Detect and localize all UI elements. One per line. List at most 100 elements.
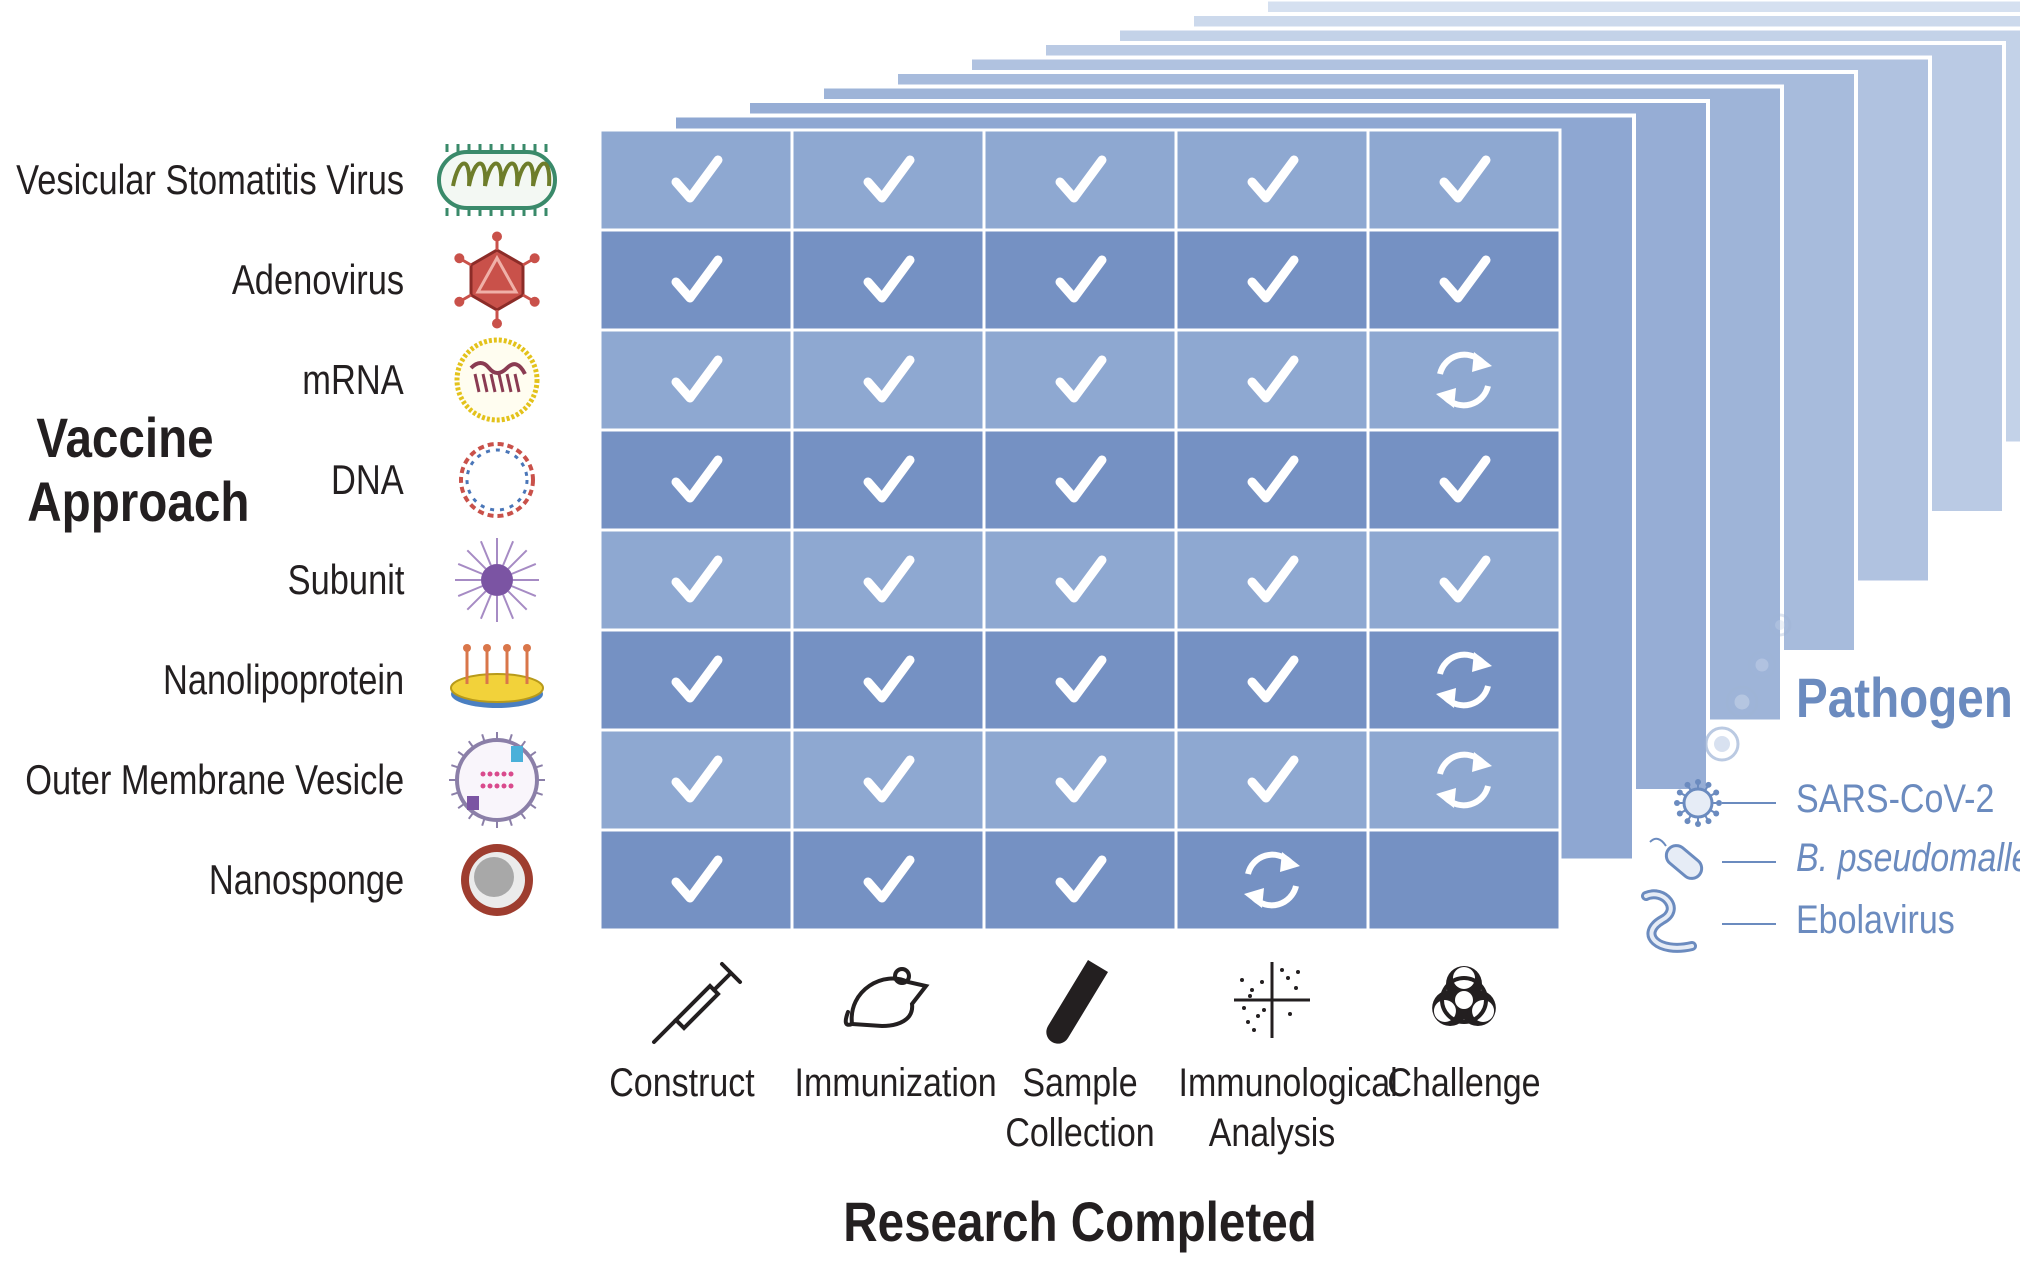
checkmark-icon [863, 555, 915, 603]
status-cell [790, 428, 986, 532]
mouse-icon [843, 967, 930, 1029]
refresh-cycle-icon [1436, 351, 1492, 409]
status-cell [598, 128, 794, 232]
vaccine-approach-title-line1: Vaccine [36, 406, 214, 469]
checkmark-icon [863, 355, 915, 403]
dna-plasmid-icon [459, 442, 535, 518]
status-cell [1174, 528, 1370, 632]
refresh-cycle-icon [1436, 651, 1492, 709]
stage-label-line1: Challenge [1387, 1061, 1541, 1105]
stage-label-line1: Immunological [1178, 1061, 1398, 1105]
faded-pathogen-icon [1768, 613, 1792, 637]
checkmark-icon [863, 455, 915, 503]
outer-membrane-vesicle-icon [449, 732, 545, 828]
status-cell [598, 728, 794, 832]
faded-pathogen-icon [1704, 726, 1740, 762]
pathogen-title: Pathogen [1796, 666, 2013, 729]
faded-pathogen-icon [1725, 685, 1759, 719]
checkmark-icon [863, 255, 915, 303]
status-cell [790, 628, 986, 732]
refresh-cycle-icon [1436, 751, 1492, 809]
coronavirus-icon [1674, 779, 1722, 827]
status-cell [598, 228, 794, 332]
status-cell [1366, 228, 1562, 332]
status-cell [1366, 828, 1562, 932]
checkmark-icon [671, 555, 723, 603]
approach-label: Vesicular Stomatitis Virus [16, 156, 404, 203]
stage-label: Challenge [1371, 1058, 1558, 1108]
checkmark-icon [671, 255, 723, 303]
checkmark-icon [1439, 455, 1491, 503]
stage-label-line1: Immunization [794, 1061, 997, 1105]
status-cell [790, 228, 986, 332]
stage-label-line2: Collection [1005, 1111, 1155, 1155]
checkmark-icon [863, 155, 915, 203]
status-cell [790, 328, 986, 432]
status-cell [982, 428, 1178, 532]
status-cell [1366, 328, 1562, 432]
checkmark-icon [671, 455, 723, 503]
checkmark-icon [1055, 155, 1107, 203]
checkmark-icon [1247, 555, 1299, 603]
approach-label: Nanolipoprotein [162, 656, 404, 703]
checkmark-icon [1055, 755, 1107, 803]
checkmark-icon [1055, 855, 1107, 903]
test-tube-icon [1046, 960, 1108, 1044]
status-cell [1366, 628, 1562, 732]
vaccine-approach-title: Vaccine Approach [27, 406, 250, 534]
pathogen-label: Ebolavirus [1796, 898, 1955, 942]
approach-label: Subunit [287, 556, 404, 603]
status-cell [598, 628, 794, 732]
vaccine-approach-title-line2: Approach [27, 470, 250, 533]
scatter-plot-icon [1234, 962, 1310, 1038]
checkmark-icon [863, 655, 915, 703]
syringe-icon [652, 962, 742, 1044]
checkmark-icon [1247, 755, 1299, 803]
status-cell [1174, 728, 1370, 832]
status-cell [1366, 428, 1562, 532]
stage-label: Construct [589, 1058, 776, 1108]
approach-label: DNA [331, 456, 404, 503]
approach-label: Outer Membrane Vesicle [24, 756, 404, 803]
status-cell [1174, 828, 1370, 932]
checkmark-icon [1439, 255, 1491, 303]
vsv-icon [437, 144, 557, 216]
checkmark-icon [1439, 155, 1491, 203]
status-cell [598, 828, 794, 932]
checkmark-icon [1439, 555, 1491, 603]
adenovirus-icon [454, 231, 540, 329]
approach-label: mRNA [302, 356, 404, 403]
status-cell [982, 228, 1178, 332]
status-cell [598, 328, 794, 432]
pathogen-label: B. pseudomallei [1796, 836, 2020, 880]
nanosponge-icon [461, 844, 533, 916]
checkmark-icon [1055, 455, 1107, 503]
status-cell [1174, 128, 1370, 232]
research-completed-title: Research Completed [843, 1190, 1317, 1253]
checkmark-icon [1247, 455, 1299, 503]
ebolavirus-icon [1641, 889, 1697, 953]
checkmark-icon [1055, 655, 1107, 703]
status-cell [1366, 528, 1562, 632]
checkmark-icon [1055, 355, 1107, 403]
checkmark-icon [671, 355, 723, 403]
bacterium-icon [1649, 837, 1704, 880]
checkmark-icon [863, 755, 915, 803]
status-cell [1366, 728, 1562, 832]
status-cell [1174, 428, 1370, 532]
status-cell [790, 128, 986, 232]
stage-label-line1: Sample [1022, 1061, 1138, 1105]
stage-label-line2: Analysis [1208, 1111, 1336, 1155]
status-cell [982, 828, 1178, 932]
stage-label-line1: Construct [609, 1061, 755, 1105]
refresh-cycle-icon [1244, 851, 1300, 909]
status-cell [982, 628, 1178, 732]
subunit-icon [455, 538, 539, 622]
checkmark-icon [1055, 255, 1107, 303]
biohazard-icon [1432, 966, 1496, 1026]
checkmark-icon [1247, 255, 1299, 303]
